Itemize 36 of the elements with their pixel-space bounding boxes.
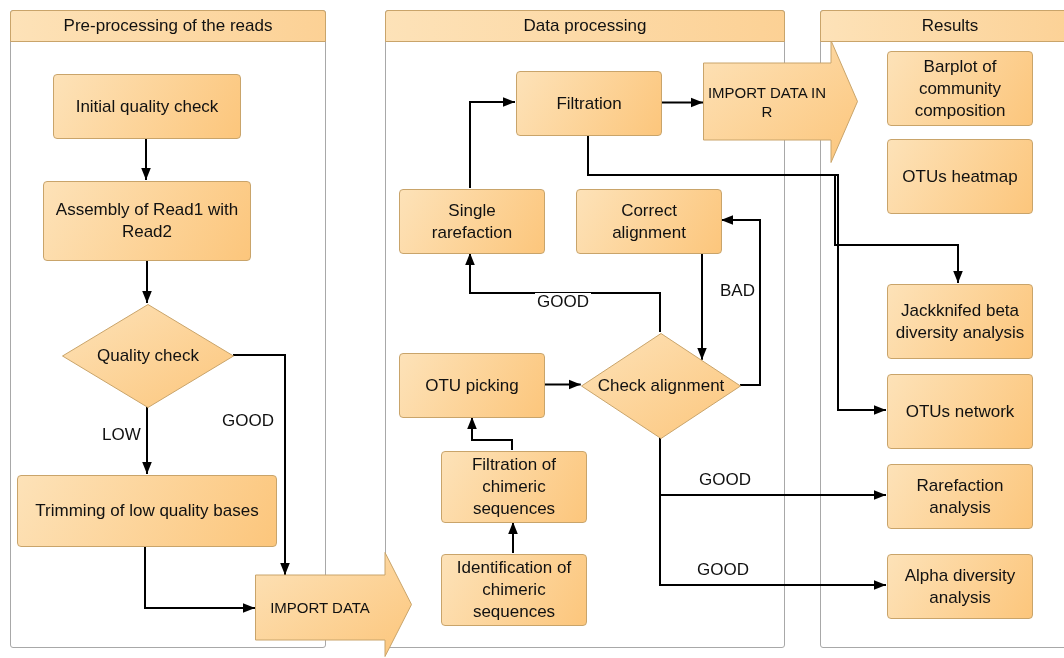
process-box: Barplot of community composition: [887, 51, 1033, 126]
process-box: OTU picking: [399, 353, 545, 418]
process-box: Trimming of low quality bases: [17, 475, 277, 547]
arrow: [467, 416, 513, 451]
decision-diamond: Check alignment: [581, 333, 741, 439]
panel-header: Results: [820, 10, 1064, 42]
arrow: [469, 97, 516, 189]
arrow: [142, 406, 152, 475]
process-box: Assembly of Read1 with Read2: [43, 181, 251, 261]
process-box: OTUs heatmap: [887, 139, 1033, 214]
panel-header: Data processing: [385, 10, 785, 42]
arrow: [465, 252, 661, 333]
process-box: Filtration: [516, 71, 662, 136]
arrow: [660, 97, 704, 108]
process-box: Filtration of chimeric sequences: [441, 451, 587, 523]
process-box: OTUs network: [887, 374, 1033, 449]
arrow-shape: IMPORT DATA: [255, 552, 412, 657]
process-box: Identification of chimeric sequences: [441, 554, 587, 626]
arrow: [543, 379, 582, 390]
process-box: Single rarefaction: [399, 189, 545, 254]
panel-header: Pre-processing of the reads: [10, 10, 326, 42]
arrow-shape: IMPORT DATA IN R: [703, 40, 858, 163]
arrow: [232, 354, 290, 576]
arrow: [142, 259, 152, 304]
arrow: [141, 137, 151, 181]
arrow: [697, 252, 707, 361]
arrow: [144, 545, 256, 613]
process-box: Initial quality check: [53, 74, 241, 139]
panel: [10, 10, 326, 648]
arrow: [720, 215, 761, 386]
process-box: Jackknifed beta diversity analysis: [887, 284, 1033, 359]
arrow: [508, 521, 518, 554]
decision-diamond: Quality check: [62, 304, 234, 408]
process-box: Rarefaction analysis: [887, 464, 1033, 529]
process-box: Correct alignment: [576, 189, 722, 254]
process-box: Alpha diversity analysis: [887, 554, 1033, 619]
